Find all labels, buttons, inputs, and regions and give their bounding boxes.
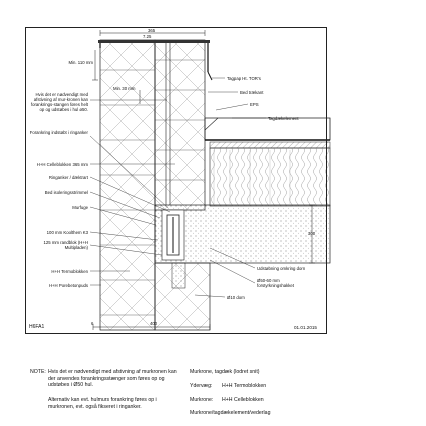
anchor-rod (165, 42, 171, 205)
label-ringanker: Ringanker / dæktrart (48, 175, 88, 180)
outer-wall (99, 39, 156, 331)
roof-build-up (204, 117, 331, 207)
dim-height-300: 300 (308, 231, 316, 236)
note-yderveg-label: Ydervæg: (190, 383, 213, 389)
label-bed: Bed isoleringsstrimmel (44, 190, 88, 195)
label-udstobning: Udstøbning omkring dorn (257, 266, 306, 271)
dim-top-width: 365 (148, 28, 156, 33)
sheet-date: 01.01.2015 (294, 325, 317, 330)
note-paragraph-1: Hvis det er nødvendigt med afstivning af… (48, 369, 177, 388)
label-termoblokken: H+H Termoblokken (51, 269, 88, 274)
inner-wall (154, 39, 206, 211)
note-right-title: Murkrone, tagdæk (lodret snit) (190, 369, 260, 375)
label-celleblokken: H+H Celleblokken 365 mm (36, 162, 88, 167)
label-tragkant: Bed trækant (240, 90, 264, 95)
note-murkrone-label: Murkrone: (190, 397, 214, 403)
ring-anchor (154, 204, 331, 264)
label-tagdaek: Tagdækelement (268, 116, 299, 121)
dim-min-30: Min. 30 mm (113, 86, 136, 91)
dim-bottom-small: 6 (91, 321, 94, 326)
dim-top-sub: 7.25 (143, 34, 152, 39)
note-yderveg-value: H+H Termoblokken (222, 383, 267, 389)
label-porebeton: H+H Porebetonpuds (48, 283, 88, 288)
label-randblok: 125 mm randblok (H+H Multipladen) (43, 240, 88, 250)
label-forankring: Forankring indstøbt i ringanker (29, 130, 88, 135)
dim-min-110: Min. 110 mm (68, 60, 93, 65)
leader-lines (89, 77, 266, 298)
lower-support (154, 262, 211, 331)
label-koolthem: 100 mm Koolthem K3 (46, 230, 88, 235)
label-eps: EPS (250, 102, 259, 107)
outer-courses (100, 69, 155, 316)
note-paragraph-2: Alternativ kan evt. hulmurs forankring f… (48, 397, 157, 410)
label-forstyrkning: Ø50-60 mm forstyrkningshakket (257, 278, 295, 288)
sheet-code: H6FA1 (29, 324, 45, 330)
label-stangen: Hvis det er nødvendigt med afstivning af… (30, 92, 88, 112)
crown-flashing (98, 40, 213, 81)
note-last: Murkrone/tagdækelement/vederlag (190, 410, 271, 416)
label-murfuge: Murfuge (72, 205, 88, 210)
label-tagpap: Tagpap Ht. TOR's (227, 76, 261, 81)
note-heading: NOTE: (30, 369, 46, 375)
note-murkrone-value: H+H Celleblokken (222, 397, 264, 403)
drawing-frame (25, 27, 327, 334)
label-dorn: Ø10 dorn (227, 295, 245, 300)
dimension-lines (92, 30, 315, 330)
dim-bottom-width: 400 (150, 321, 158, 326)
